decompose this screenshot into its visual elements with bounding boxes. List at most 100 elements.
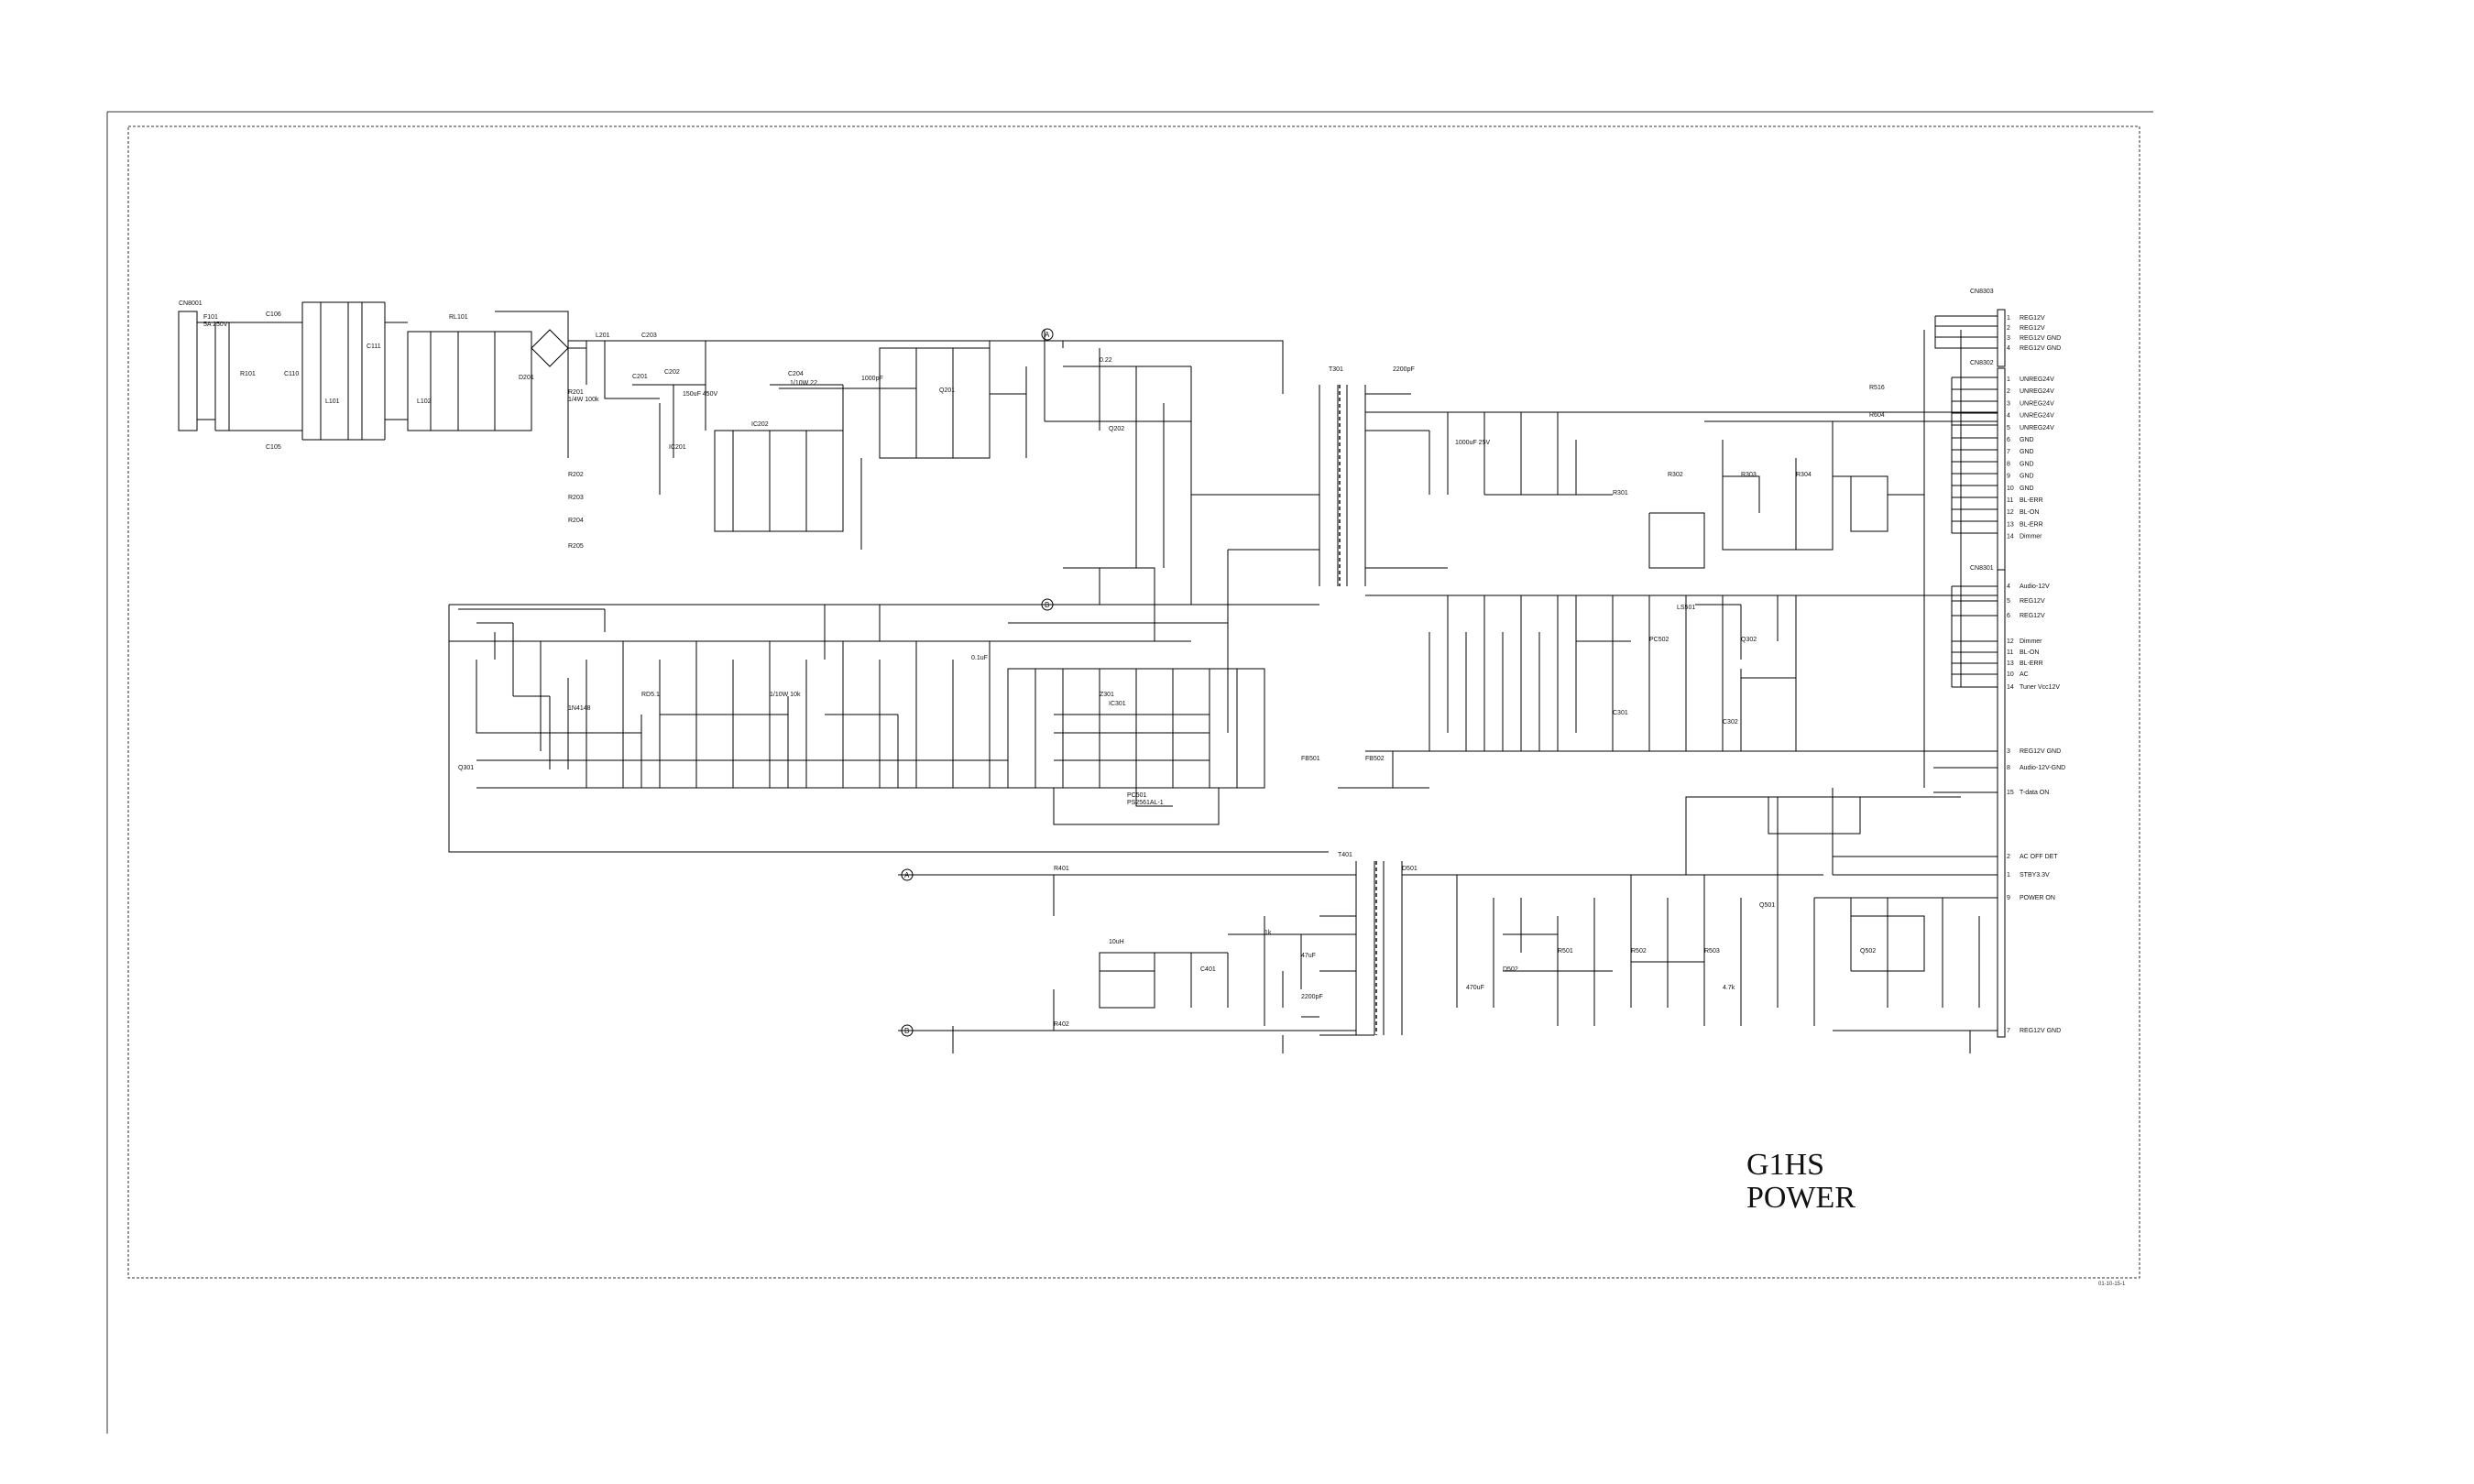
ref-fb502: FB502 (1365, 756, 1385, 762)
cn8302-pin-number: 8 (2007, 461, 2010, 467)
cn8301-pin-label: BL-ERR (2020, 660, 2043, 667)
cn8302-pin-label: BL-ERR (2020, 497, 2043, 504)
ref-r205: R205 (568, 543, 584, 550)
ref-c110: C110 (284, 371, 299, 377)
offpage-connector-a: A B A B (901, 328, 1054, 1037)
cn8301-pin-label: Dimmer (2020, 638, 2042, 645)
ref-r101: R101 (240, 371, 256, 377)
offpage-a-bottom: A (904, 871, 910, 879)
cn8301-pin-number: 9 (2007, 895, 2010, 901)
offpage-b-bottom: B (904, 1027, 909, 1035)
cn8302-pin-label: UNREG24V (2020, 400, 2054, 407)
val-fuse: 5A 250V (203, 322, 228, 328)
cn8302-pin-number: 4 (2007, 413, 2010, 420)
cn8301-pin-label: REG12V (2020, 598, 2045, 605)
cn8303-pin-label: REG12V GND (2020, 345, 2061, 352)
cn8301-pin-number: 15 (2007, 790, 2014, 796)
cn8302-pin-label: GND (2020, 474, 2034, 480)
ref-r302: R302 (1668, 472, 1683, 478)
cn8302-pin-label: GND (2020, 449, 2034, 455)
ref-q201: Q201 (939, 387, 955, 394)
val-c-y: 2200pF (1301, 994, 1323, 1000)
val-c-47: 47uF (1301, 953, 1316, 959)
ref-l201: L201 (596, 333, 610, 339)
ref-c204: C204 (788, 371, 804, 377)
cn8301-pin-number: 2 (2007, 854, 2010, 860)
val-c-bulk: 150uF 450V (683, 391, 717, 398)
transformer-cores (1339, 385, 1377, 1035)
val-pc-part: PS2561AL-1 (1127, 800, 1164, 806)
cn8302-pin-number: 14 (2007, 534, 2014, 540)
ref-r204: R204 (568, 518, 584, 524)
cn8302-pin-number: 2 (2007, 388, 2010, 395)
cn8302-pin-number: 9 (2007, 474, 2010, 480)
cn8301-pin-number: 6 (2007, 613, 2010, 619)
ref-r202: R202 (568, 472, 584, 478)
cn8301-pin-label: BL-ON (2020, 649, 2039, 656)
ref-c203: C203 (641, 333, 657, 339)
ref-c106: C106 (266, 311, 281, 318)
cn8302-pin-number: 10 (2007, 486, 2014, 492)
cn8302-pin-label: Dimmer (2020, 534, 2042, 540)
val-r-fb: 1/10W 10k (770, 692, 801, 698)
cn8303-pin-number: 4 (2007, 345, 2010, 352)
cn8301-header: CN8301 (1970, 565, 1994, 572)
ref-d501: D501 (1402, 866, 1418, 872)
cn8302-pin-label: BL-ON (2020, 509, 2039, 516)
ref-r516: R516 (1869, 385, 1885, 391)
ref-ic301: IC301 (1109, 701, 1126, 707)
cn8302-pin-number: 1 (2007, 376, 2010, 383)
ref-r301: R301 (1613, 490, 1628, 496)
cn8301-pin-label: Tuner Vcc12V (2020, 684, 2060, 691)
wiring (178, 301, 2006, 1053)
ref-q302: Q302 (1741, 637, 1757, 643)
cn8301-pin-number: 4 (2007, 584, 2010, 590)
cn8301-pin-label: REG12V (2020, 613, 2045, 619)
ref-r502: R502 (1631, 948, 1647, 955)
cn8302-pin-number: 5 (2007, 425, 2010, 431)
val-l-choke: 10uH (1109, 939, 1124, 945)
ref-q301: Q301 (458, 765, 474, 771)
ref-c105: C105 (266, 444, 281, 451)
offpage-a-top: A (1045, 331, 1050, 339)
val-c-small: 1000pF (861, 376, 883, 382)
cn8301-pin-number: 12 (2007, 638, 2014, 645)
ref-f101: F101 (203, 314, 218, 321)
ref-cn8001: CN8001 (179, 300, 203, 307)
ref-l101: L101 (325, 398, 340, 405)
cn8301-pin-label: T-data ON (2020, 790, 2049, 796)
ref-t401: T401 (1338, 852, 1352, 858)
val-r-start: 1/4W 100k (568, 397, 599, 403)
ref-r303: R303 (1741, 472, 1757, 478)
val-r-sense: 0.22 (1100, 357, 1112, 364)
cn8302-pin-number: 12 (2007, 509, 2014, 516)
title-line-1: G1HS (1746, 1148, 1824, 1182)
cn8301-pin-number: 5 (2007, 598, 2010, 605)
cn8301-pin-label: AC (2020, 671, 2029, 678)
cn8302-pin-label: UNREG24V (2020, 388, 2054, 395)
cn8301-pin-number: 3 (2007, 748, 2010, 755)
ref-t301: T301 (1329, 366, 1343, 373)
ref-c202: C202 (664, 369, 680, 376)
val-c-470: 470uF (1466, 985, 1484, 991)
cn8302-pin-label: BL-ERR (2020, 521, 2043, 528)
component-labels: CN8001 F101 5A 250V C106 C105 R101 L101 … (179, 300, 1885, 1028)
cn8301-pin-label: AC OFF DET (2020, 854, 2058, 860)
ref-pc501: PC501 (1127, 792, 1147, 799)
ref-c301: C301 (1613, 710, 1628, 716)
cn8301-pin-number: 13 (2007, 660, 2014, 667)
ref-c111: C111 (367, 344, 381, 350)
cn8303-pin-label: REG12V (2020, 325, 2045, 332)
ref-fb501: FB501 (1301, 756, 1320, 762)
cn8301-pin-label: Audio-12V-GND (2020, 765, 2065, 771)
cn8302-pin-number: 13 (2007, 521, 2014, 528)
val-r-1k: 1k (1264, 930, 1272, 936)
ref-r401: R401 (1054, 866, 1069, 872)
footer-code: 01-10-15-1 (2098, 1282, 2126, 1287)
cn8302-pin-number: 6 (2007, 437, 2010, 443)
